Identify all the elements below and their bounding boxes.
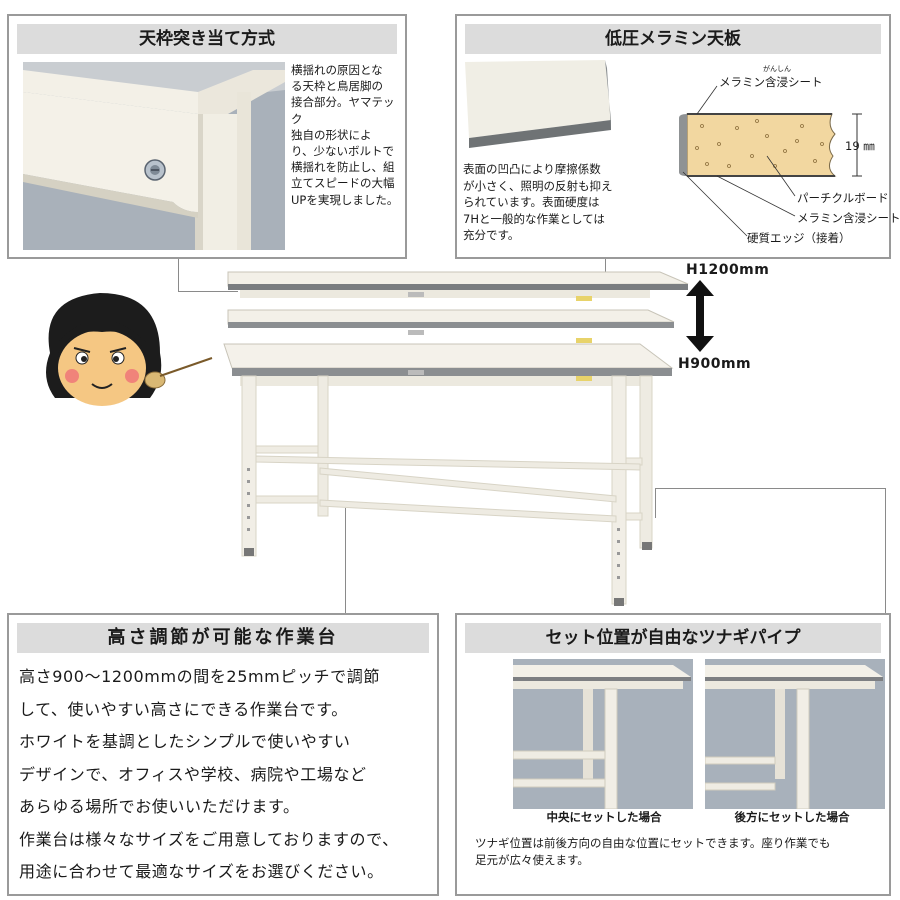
description-line: あらゆる場所でお使いいただけます。	[19, 797, 300, 816]
workbench-drawing	[46, 271, 714, 606]
description-line: 独自の形状によ	[291, 127, 372, 142]
edge-label: 硬質エッジ（接着）	[747, 231, 851, 245]
description-line: デザインで、オフィスや学校、病院や工場など	[19, 764, 367, 784]
description-line: 横揺れを防止し、組	[291, 160, 395, 175]
tie-pipe-back-photo	[705, 659, 885, 809]
top-board-title: 低圧メラミン天板	[465, 24, 881, 54]
connector-line	[605, 259, 606, 275]
frame-system-description: 横揺れの原因とな る天枠と鳥居脚の 接合部分。ヤマテック 独自の形状によ り、少…	[291, 62, 403, 208]
particle-board-label: パーチクルボード	[797, 191, 889, 205]
description-line: られています。表面硬度は	[463, 195, 600, 209]
description-line: る天枠と鳥居脚の	[291, 79, 383, 94]
description-line: 用途に合わせて最適なサイズをお選びください。	[19, 862, 384, 881]
ruby-text: がんしん	[763, 65, 791, 73]
tie-pipe-panel: セット位置が自由なツナギパイプ 中央にセットした場合 後方にセットした場合 ツナ…	[455, 613, 891, 896]
top-board-description: 表面の凹凸により摩擦係数 が小さく、照明の反射も抑え られています。表面硬度は …	[463, 161, 633, 244]
frame-joint-photo	[23, 62, 285, 250]
tie-pipe-note: ツナギ位置は前後方向の自由な位置にセットできます。座り作業でも 足元が広々使えま…	[475, 835, 875, 869]
height-adjust-description: 高さ900〜1200mmの間を25mmピッチで調節 して、使いやすい高さにできる…	[19, 661, 439, 889]
max-height-label: H1200mm	[686, 262, 770, 278]
bottom-sheet-label: メラミン含浸シート	[797, 211, 900, 225]
height-adjust-title: 高さ調節が可能な作業台	[17, 623, 429, 653]
tie-pipe-center-photo	[513, 659, 693, 809]
description-line: 横揺れの原因とな	[291, 63, 383, 77]
connector-line	[655, 488, 885, 489]
connector-line	[178, 259, 179, 291]
mascot-character	[46, 293, 213, 406]
description-line: UPを実現しました。	[291, 192, 399, 207]
thickness-label: 19 ㎜	[845, 139, 875, 153]
top-sheet-label: メラミン含浸シート	[719, 75, 823, 89]
back-caption: 後方にセットした場合	[734, 810, 850, 824]
description-line: 高さ900〜1200mmの間を25mmピッチで調節	[19, 667, 380, 686]
description-line: 7Hと一般的な作業としては	[463, 211, 605, 226]
frame-system-panel: 天枠突き当て方式 横揺れの原因とな る天枠と鳥居脚の 接合部分。ヤマテック 独自…	[7, 14, 407, 259]
height-adjust-panel: 高さ調節が可能な作業台 高さ900〜1200mmの間を25mmピッチで調節 して…	[7, 613, 439, 896]
description-line: ホワイトを基調としたシンプルで使いやすい	[19, 732, 351, 751]
description-line: 表面の凹凸により摩擦係数	[463, 162, 601, 176]
frame-system-title: 天枠突き当て方式	[17, 24, 397, 54]
tie-pipe-title: セット位置が自由なツナギパイプ	[465, 623, 881, 653]
workbench-illustration: H1200mm H900mm	[0, 258, 900, 618]
description-line: 充分です。	[463, 228, 520, 242]
description-line: が小さく、照明の反射も抑え	[463, 178, 613, 193]
cross-section-diagram	[679, 85, 862, 237]
connector-line	[345, 508, 346, 613]
connector-line	[885, 488, 886, 613]
description-line: り、少ないボルトで	[291, 144, 395, 159]
note-line: ツナギ位置は前後方向の自由な位置にセットできます。座り作業でも	[475, 836, 831, 850]
top-board-photo	[465, 60, 611, 148]
note-line: 足元が広々使えます。	[475, 853, 589, 867]
connector-line	[655, 488, 656, 518]
description-line: して、使いやすい高さにできる作業台です。	[19, 699, 348, 719]
description-line: 接合部分。ヤマテック	[291, 95, 395, 126]
top-board-panel: 低圧メラミン天板 表面の凹凸により摩擦係数 が小さく、照明の反射も抑え られてい…	[455, 14, 900, 259]
center-caption: 中央にセットした場合	[546, 810, 662, 824]
board-cross-section: がんしん メラミン含浸シート 19 ㎜ パーチクルボード メラミン含浸シート 硬…	[657, 56, 900, 256]
connector-line	[178, 291, 238, 292]
min-height-label: H900mm	[678, 356, 752, 372]
description-line: 作業台は様々なサイズをご用意しておりますので、	[19, 829, 399, 849]
description-line: 立てスピードの大幅	[291, 176, 395, 191]
